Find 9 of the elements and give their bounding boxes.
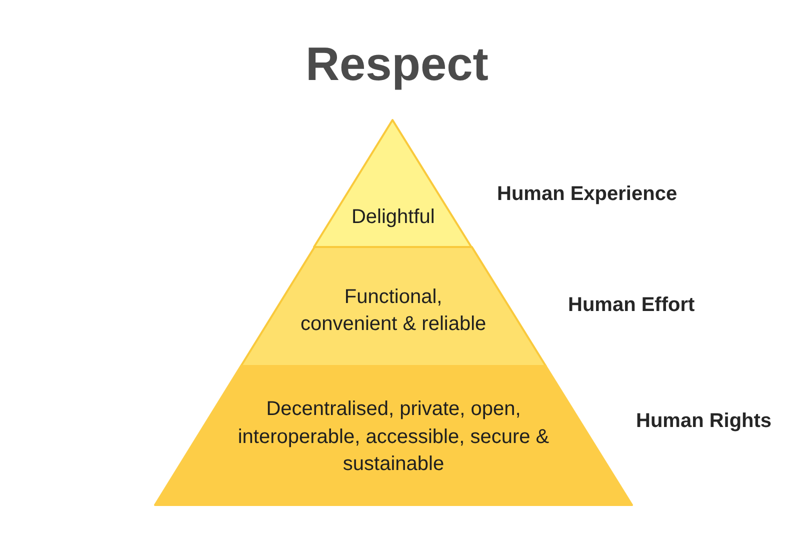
pyramid-tier (240, 247, 546, 366)
tier-caption: Human Rights (636, 409, 772, 433)
tier-label: Delightful (351, 205, 435, 230)
pyramid-tier (314, 120, 472, 247)
tier-label: Decentralised, private, open, interoperable, accessible, secure & sustainable (236, 397, 550, 477)
pyramid-tier (155, 366, 632, 505)
tier-label: Functional, convenient & reliable (299, 285, 488, 337)
tier-caption: Human Experience (497, 182, 678, 206)
tier-caption: Human Effort (568, 293, 695, 317)
